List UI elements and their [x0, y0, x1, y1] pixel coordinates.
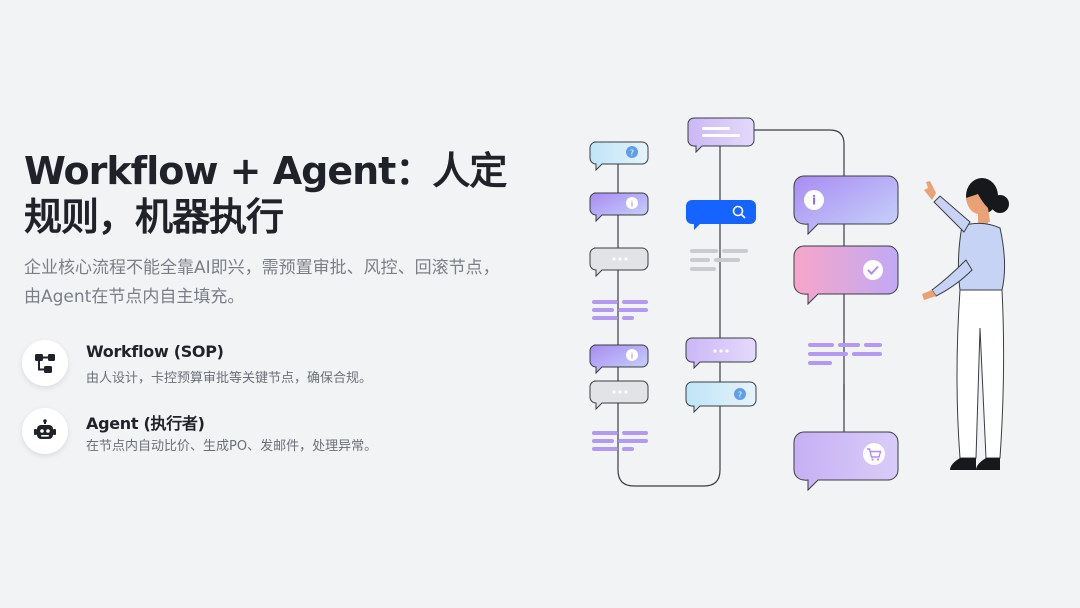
svg-text:i: i	[631, 200, 633, 209]
page-title: Workflow + Agent：人定规则，机器执行	[24, 149, 507, 239]
left-column-bubbles: ? i i	[589, 141, 649, 451]
feature-description: 由人设计，卡控预算审批等关键节点，确保合规。	[86, 371, 373, 386]
feature-agent: Agent (执行者) 在节点内自动比价、生成PO、发邮件，处理异常。	[22, 408, 502, 456]
svg-text:?: ?	[630, 149, 634, 158]
workflow-illustration: ? i i	[589, 117, 1009, 492]
text-column: Workflow + Agent：人定规则，机器执行 企业核心流程不能全靠AI即…	[24, 148, 524, 312]
presenter-person	[922, 178, 1009, 470]
flow-nodes-icon	[22, 340, 68, 386]
feature-title: Agent (执行者)	[86, 414, 205, 433]
page-subtitle: 企业核心流程不能全靠AI即兴，需预置审批、风控、回滚节点，由Agent在节点内自…	[24, 258, 500, 307]
feature-description: 在节点内自动比价、生成PO、发邮件，处理异常。	[86, 439, 378, 454]
feature-workflow: Workflow (SOP) 由人设计，卡控预算审批等关键节点，确保合规。	[22, 340, 502, 388]
robot-icon	[22, 408, 68, 454]
right-column-bubbles: i	[793, 175, 899, 492]
svg-text:?: ?	[738, 391, 742, 400]
svg-text:i: i	[812, 194, 816, 208]
middle-column-bubbles: ?	[685, 117, 757, 414]
svg-text:i: i	[631, 352, 633, 361]
feature-title: Workflow (SOP)	[86, 342, 224, 361]
